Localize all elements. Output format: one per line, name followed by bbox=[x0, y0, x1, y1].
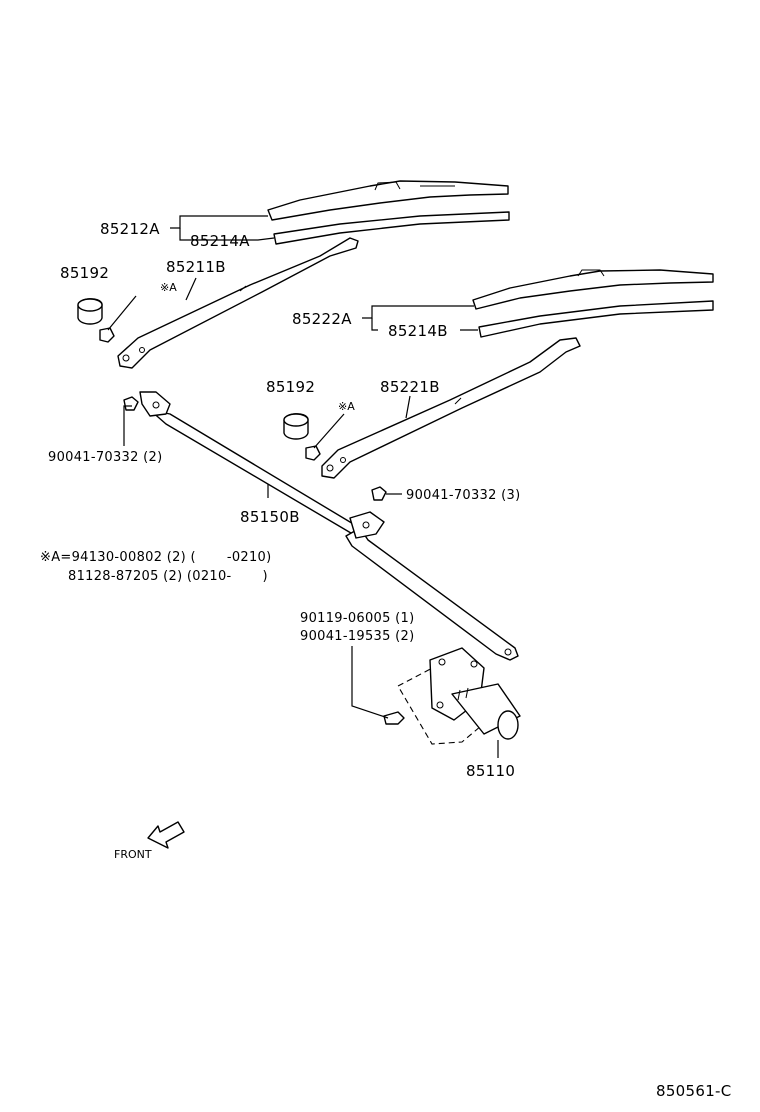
label-85150B: 85150B bbox=[240, 508, 300, 526]
label-mark-a-right: ※A bbox=[338, 400, 355, 413]
wiper-blade-left bbox=[267, 180, 509, 221]
note-mark-a-line2: 81128-87205 (2) (0210- ) bbox=[68, 569, 268, 584]
wiper-motor bbox=[383, 647, 521, 745]
label-85192-left: 85192 bbox=[60, 264, 109, 282]
leader-nut-left bbox=[123, 405, 132, 446]
label-bolt-line2: 90041-19535 (2) bbox=[300, 629, 414, 644]
nut-left-pivot bbox=[123, 396, 139, 411]
label-85110: 85110 bbox=[466, 762, 515, 780]
front-direction-arrow-icon bbox=[147, 821, 185, 849]
pivot-cap-right bbox=[283, 413, 309, 440]
leader-85214B bbox=[371, 318, 478, 331]
label-mark-a-left: ※A bbox=[160, 281, 177, 294]
leader-markA-right bbox=[313, 413, 345, 449]
label-nut-right: 90041-70332 (3) bbox=[406, 488, 520, 503]
label-nut-left: 90041-70332 (2) bbox=[48, 450, 162, 465]
wiper-arm-left bbox=[117, 237, 359, 369]
drawing-id: 850561-C bbox=[656, 1082, 732, 1100]
label-85221B: 85221B bbox=[380, 378, 440, 396]
label-85212A: 85212A bbox=[100, 220, 160, 238]
label-85211B: 85211B bbox=[166, 258, 226, 276]
wiper-link-rod bbox=[139, 391, 519, 661]
leader-85212A bbox=[170, 215, 268, 229]
label-85214B: 85214B bbox=[388, 322, 448, 340]
leader-85214A bbox=[179, 228, 275, 241]
label-85192-right: 85192 bbox=[266, 378, 315, 396]
nut-right-pivot bbox=[371, 486, 387, 501]
wiper-rubber-right bbox=[478, 300, 714, 338]
wiper-arm-right bbox=[321, 337, 581, 479]
wiper-rubber-left bbox=[273, 211, 510, 245]
arm-nut-left bbox=[99, 327, 115, 343]
leader-bolt bbox=[351, 646, 389, 719]
label-85222A: 85222A bbox=[292, 310, 352, 328]
leader-85211B bbox=[185, 277, 197, 301]
label-front: FRONT bbox=[114, 848, 152, 861]
leader-85222A bbox=[362, 305, 474, 319]
pivot-cap-left bbox=[77, 298, 103, 325]
label-85214A: 85214A bbox=[190, 232, 250, 250]
arm-nut-right bbox=[305, 445, 321, 461]
leader-markA-left bbox=[107, 295, 137, 331]
wiper-blade-right bbox=[472, 269, 714, 310]
label-bolt-line1: 90119-06005 (1) bbox=[300, 611, 414, 626]
leader-85221B bbox=[405, 395, 411, 419]
note-mark-a-line1: ※A=94130-00802 (2) ( -0210) bbox=[40, 550, 272, 565]
